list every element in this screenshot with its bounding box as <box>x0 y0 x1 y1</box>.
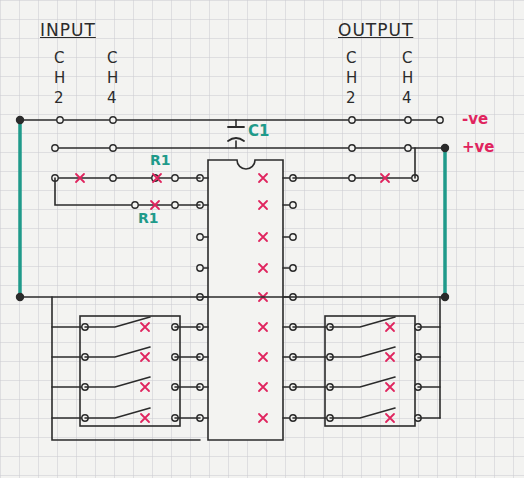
hole <box>110 145 116 151</box>
ic-chip <box>208 160 283 440</box>
switch-lever <box>330 408 395 418</box>
track-break <box>386 383 394 391</box>
track-break <box>259 233 267 241</box>
switch-lever <box>85 347 150 357</box>
hole <box>349 145 355 151</box>
switch-lever <box>330 317 395 327</box>
track-break <box>259 414 267 422</box>
hole <box>57 117 63 123</box>
hole <box>172 175 178 181</box>
hole <box>290 202 296 208</box>
channel-label: CH2 <box>346 48 356 108</box>
wire <box>52 417 85 419</box>
wire <box>175 356 200 358</box>
wire <box>293 356 330 358</box>
channel-label: CH4 <box>107 48 117 108</box>
wire <box>20 296 445 298</box>
wire <box>52 356 85 358</box>
track-break <box>259 201 267 209</box>
wire <box>293 417 330 419</box>
part-label: R1 <box>150 153 171 167</box>
switch-lever <box>85 408 150 418</box>
link-wire <box>443 148 447 297</box>
hole <box>172 202 178 208</box>
track-break <box>76 174 84 182</box>
track-break <box>259 264 267 272</box>
part-label: R1 <box>138 211 159 225</box>
hole <box>442 145 449 152</box>
hole <box>17 117 24 124</box>
wire <box>175 326 200 328</box>
hole <box>132 202 138 208</box>
track-break <box>259 353 267 361</box>
capacitor-plate <box>228 138 244 141</box>
switch-lever <box>85 317 150 327</box>
wire <box>175 386 200 388</box>
hole <box>405 145 411 151</box>
track-break <box>381 174 389 182</box>
negative-rail <box>20 119 440 121</box>
wire <box>52 386 85 388</box>
hole <box>405 117 411 123</box>
hole <box>197 234 203 240</box>
hole <box>110 117 116 123</box>
capacitor-plate <box>228 126 244 128</box>
wire <box>235 141 237 148</box>
wire <box>235 120 237 127</box>
track-break <box>259 323 267 331</box>
wire <box>52 297 200 440</box>
hole <box>349 117 355 123</box>
hole <box>349 175 355 181</box>
track-break <box>141 414 149 422</box>
hole <box>290 265 296 271</box>
heading-label: OUTPUT <box>338 22 413 39</box>
track-break <box>141 353 149 361</box>
switch-lever <box>330 377 395 387</box>
track-break <box>386 414 394 422</box>
link-wire <box>18 120 22 297</box>
part-label: -ve <box>462 112 488 127</box>
wire <box>175 417 200 419</box>
track-break <box>153 174 161 182</box>
wire <box>293 326 330 328</box>
wire <box>418 417 440 419</box>
wire <box>418 386 440 388</box>
track-break <box>141 323 149 331</box>
hole <box>290 234 296 240</box>
hole <box>197 265 203 271</box>
part-label: C1 <box>248 124 269 139</box>
switch-lever <box>330 347 395 357</box>
wire <box>293 386 330 388</box>
channel-label: CH2 <box>54 48 64 108</box>
track-break <box>386 323 394 331</box>
wire <box>55 178 200 205</box>
track-break <box>151 201 159 209</box>
hole <box>52 145 58 151</box>
wire <box>414 148 416 178</box>
hole <box>110 175 116 181</box>
track-break <box>259 174 267 182</box>
switch-block <box>325 316 415 426</box>
switch-block <box>80 316 180 426</box>
hole <box>437 117 443 123</box>
switch-lever <box>85 377 150 387</box>
wire <box>418 356 440 358</box>
heading-label: INPUT <box>40 22 96 39</box>
wire <box>418 326 440 328</box>
channel-label: CH4 <box>402 48 412 108</box>
track-break <box>141 383 149 391</box>
wire <box>52 326 85 328</box>
track-break <box>386 353 394 361</box>
part-label: +ve <box>462 140 495 155</box>
track-break <box>259 383 267 391</box>
